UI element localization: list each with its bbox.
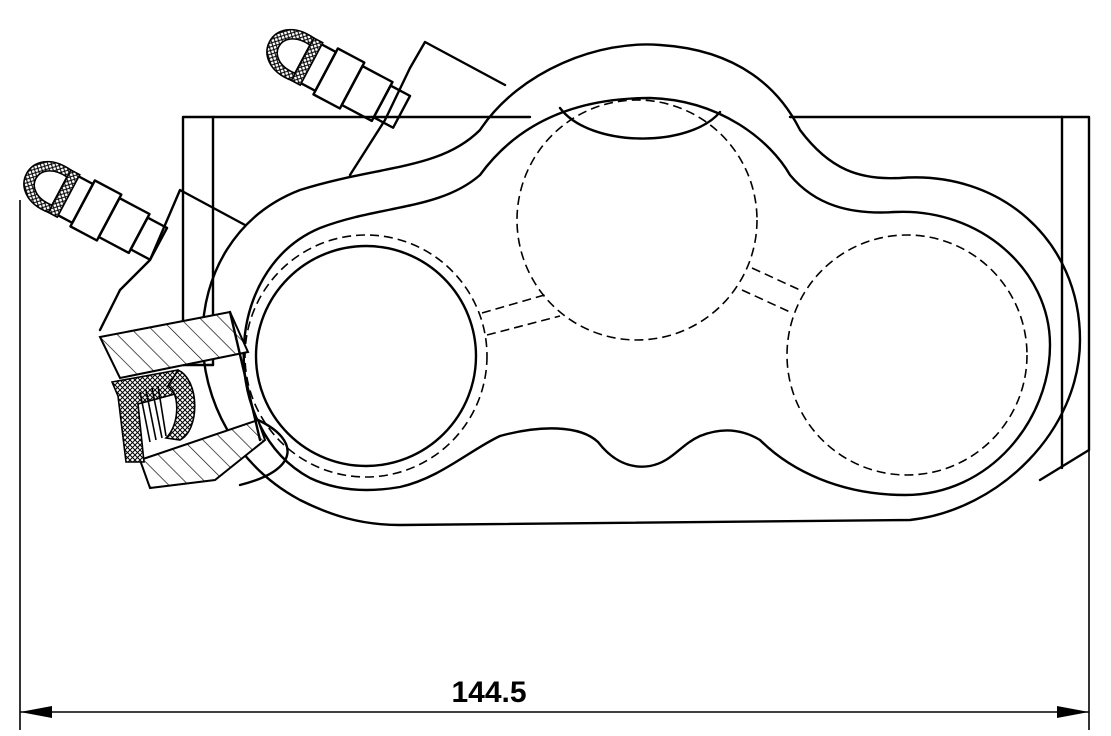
arrowhead-left bbox=[20, 706, 52, 718]
bleed-nipple-top bbox=[266, 28, 412, 129]
dimension-label: 144.5 bbox=[451, 676, 526, 709]
mounting-block bbox=[181, 115, 1091, 482]
thread-lines bbox=[139, 385, 167, 443]
dimension-144-5: 144.5 bbox=[19, 200, 1090, 730]
bleed-housing-left bbox=[98, 188, 247, 332]
caliper-body bbox=[201, 43, 1082, 527]
bleed-housing-top bbox=[348, 40, 507, 177]
piston-left bbox=[244, 234, 488, 478]
fluid-passages bbox=[481, 267, 801, 336]
inlet-port-section bbox=[98, 310, 289, 490]
arrowhead-right bbox=[1057, 706, 1089, 718]
piston-right bbox=[786, 234, 1028, 476]
bleed-nipple-left bbox=[23, 160, 169, 261]
piston-center bbox=[516, 99, 758, 341]
